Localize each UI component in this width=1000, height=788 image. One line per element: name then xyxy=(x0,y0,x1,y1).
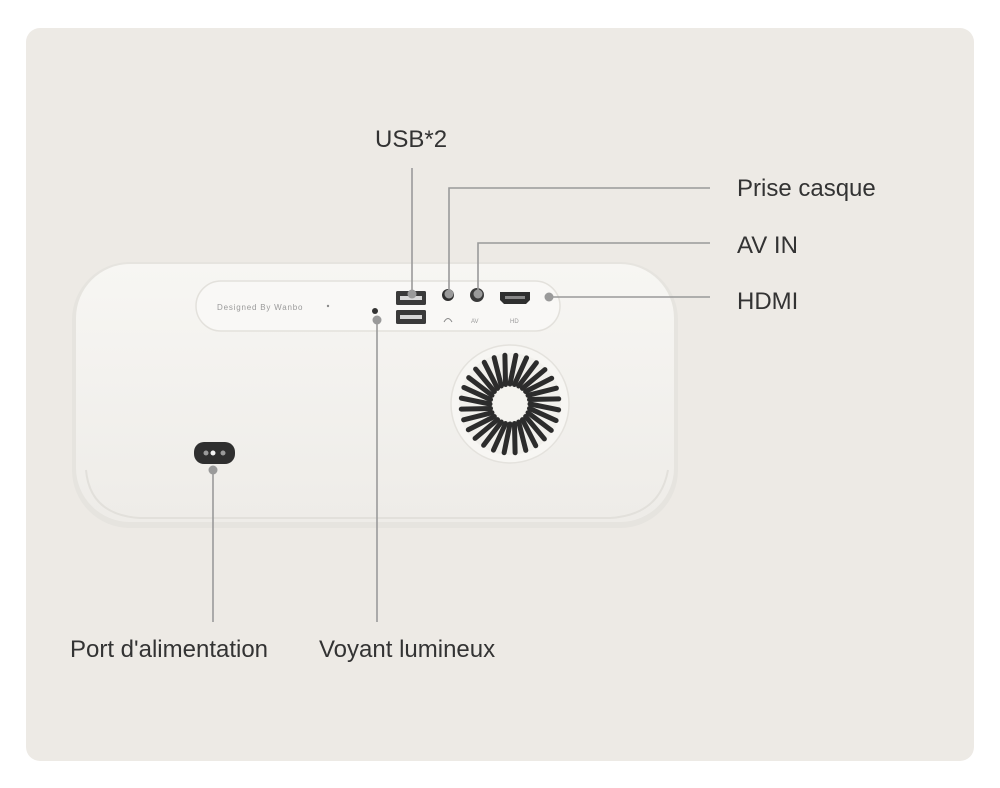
label-power-port: Port d'alimentation xyxy=(70,636,269,663)
label-usb: USB*2 xyxy=(375,126,448,153)
fan-slot xyxy=(481,359,501,391)
fan-slot xyxy=(516,419,529,453)
fan-slot xyxy=(458,395,493,407)
fan-slot xyxy=(511,355,530,388)
leader-lines xyxy=(208,168,710,622)
fan-slot xyxy=(490,420,509,453)
fan-slot xyxy=(491,355,504,389)
hdmi-port xyxy=(500,292,530,304)
fan-slot xyxy=(458,405,494,412)
label-hdmi: HDMI xyxy=(737,288,799,315)
label-headphone-jack: Prise casque xyxy=(737,175,876,202)
fan-vent xyxy=(450,344,570,464)
fan-slot xyxy=(527,401,562,413)
fan-slot xyxy=(501,421,513,456)
fan-slot xyxy=(461,384,494,403)
port-panel xyxy=(195,280,561,332)
headphone-icon xyxy=(443,318,453,323)
label-indicator-led: Voyant lumineux xyxy=(319,636,496,663)
fan-slot xyxy=(465,413,497,433)
fan-slot xyxy=(519,417,539,449)
fan-slot xyxy=(523,375,555,395)
fan-slot xyxy=(461,410,495,423)
fan-slot xyxy=(507,352,519,387)
fan-slot xyxy=(519,367,548,391)
fan-slot xyxy=(526,405,559,424)
fan-slot xyxy=(526,396,562,403)
hd-caption: HD xyxy=(510,319,519,325)
fan-slot xyxy=(481,419,504,448)
fan-slot xyxy=(516,360,539,389)
fan-slot xyxy=(525,385,559,398)
fan-slot xyxy=(502,352,509,388)
fan-slot xyxy=(466,375,495,398)
brand-text: Designed By Wanbo xyxy=(217,303,303,312)
fan-slot xyxy=(473,366,497,395)
av-caption: AV xyxy=(471,319,479,325)
label-av-in: AV IN xyxy=(737,232,798,259)
fan-slot xyxy=(472,417,501,441)
indicator-led xyxy=(372,308,378,314)
fan-slot xyxy=(525,410,554,433)
power-port xyxy=(194,442,235,464)
fan-slot xyxy=(523,413,547,442)
fan-slot xyxy=(511,420,518,456)
